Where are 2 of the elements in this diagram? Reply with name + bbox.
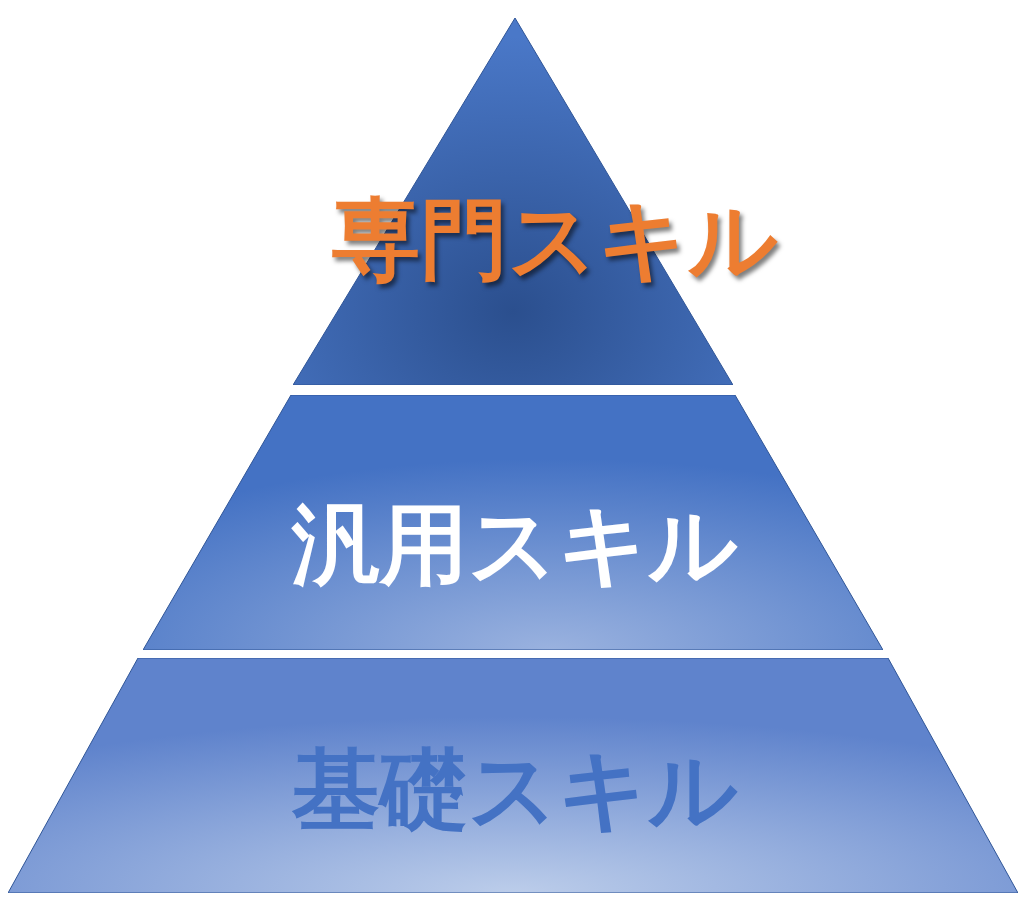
band-label: 汎用スキル <box>292 501 738 589</box>
band-label: 基礎スキル <box>292 746 738 834</box>
